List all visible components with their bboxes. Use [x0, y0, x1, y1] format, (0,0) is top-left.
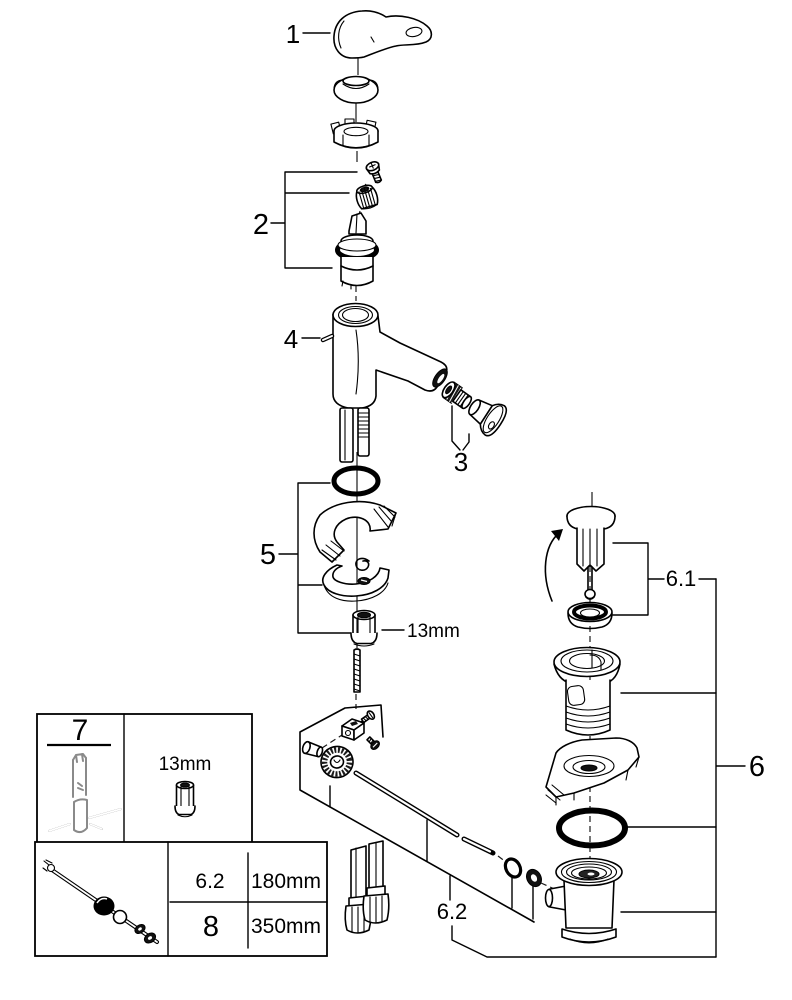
plug-seal-ring: [567, 601, 613, 630]
body-shanks: [339, 407, 370, 463]
leader-lines: [270, 32, 746, 958]
drain-flange-upper: [553, 646, 621, 736]
table-ref-6-2: 6.2: [195, 870, 224, 893]
mounting-tool: [48, 753, 122, 834]
popup-rod-assembly: [42, 859, 159, 944]
part-label-6: 6: [749, 751, 765, 783]
threaded-rod: [353, 648, 361, 693]
linkage-plane: [299, 704, 535, 923]
part-label-6-2: 6.2: [437, 899, 468, 924]
part-label-4: 4: [284, 324, 298, 354]
drain-o-ring: [556, 807, 628, 849]
part-label-2: 2: [253, 209, 269, 241]
rotate-arrowhead: [551, 529, 563, 541]
part-label-5: 5: [260, 539, 276, 571]
mounting-nut-13mm: [350, 609, 378, 647]
wrench-size-label: 13mm: [407, 621, 460, 642]
linkage-plug: [301, 740, 324, 758]
tool-size-label: 13mm: [159, 754, 212, 775]
part-labels: 1 2 4 3 5 13mm 6.1 6 6.2 7 13mm 6.2 180m…: [72, 19, 765, 943]
handle-screw: [365, 161, 383, 184]
knurled-knob: [320, 745, 354, 779]
wedge-plate: [313, 500, 397, 563]
lever-handle: [333, 10, 433, 59]
part-label-3: 3: [454, 447, 468, 477]
popup-plug: [544, 505, 616, 602]
clamp-screw-top: [360, 710, 376, 724]
pop-up-rod: [353, 770, 496, 856]
part-label-7: 7: [72, 714, 89, 747]
dome-cap-ring: [333, 75, 379, 104]
clamp-screw-bottom: [366, 736, 380, 750]
horseshoe-washer: [321, 557, 390, 602]
part-label-1: 1: [286, 19, 300, 49]
body-pin: [320, 333, 335, 343]
supply-hoses: [344, 840, 390, 934]
knurled-adapter: [355, 184, 379, 210]
castellated-nut: [330, 118, 379, 149]
tool-box-7: [36, 713, 253, 844]
faucet-body: [320, 302, 448, 463]
rod-seal-washer: [526, 868, 542, 888]
body-o-ring: [331, 465, 381, 497]
table-ref-8: 8: [203, 911, 219, 943]
spout-outlet: [432, 368, 448, 388]
drain-wedge-gasket: [545, 737, 640, 806]
rod-o-ring: [503, 857, 523, 879]
part-label-6-1: 6.1: [666, 566, 697, 591]
aerator-insert: [441, 381, 473, 410]
table-length-350: 350mm: [251, 915, 321, 938]
table-length-180: 180mm: [251, 870, 321, 893]
cartridge: [335, 212, 379, 290]
tool-nut-icon: [174, 780, 196, 818]
drain-body-lower: [544, 857, 623, 944]
rod-box-8: [34, 841, 328, 957]
ball-joint-spray: [468, 399, 508, 437]
